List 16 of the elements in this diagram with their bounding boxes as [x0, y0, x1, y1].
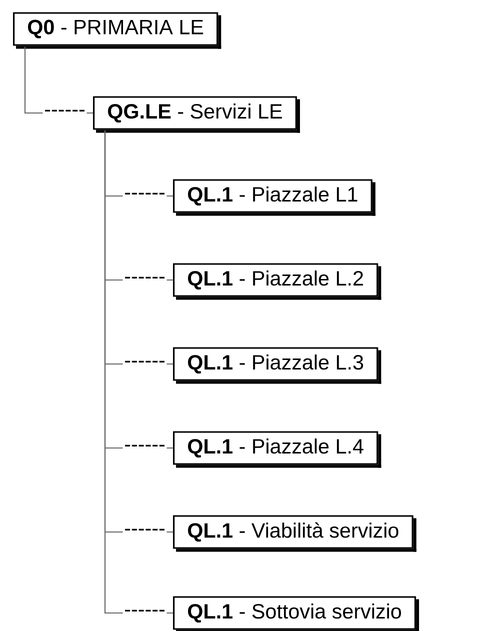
- panel-box: QL.1 - Piazzale L1: [173, 179, 376, 216]
- edge-label: ------: [42, 108, 87, 118]
- edge-label: ------: [122, 608, 167, 618]
- edge-label: ------: [122, 276, 167, 284]
- panel-box: QL.1 - Piazzale L.3: [173, 347, 382, 384]
- panel-box: QG.LE - Servizi LE: [93, 96, 300, 133]
- panel-box: QL.1 - Viabilità servizio: [173, 515, 416, 552]
- panel-box: QL.1 - Sottovia servizio: [173, 596, 420, 631]
- connector-line: [104, 130, 173, 614]
- edge-label: ------: [122, 192, 167, 200]
- panel-box: QL.1 - Piazzale L.2: [173, 263, 382, 300]
- edge-label: ------: [122, 444, 167, 452]
- panel-box: QL.1 - Piazzale L.4: [173, 431, 382, 468]
- panel-box: Q0 - PRIMARIA LE: [13, 12, 222, 49]
- edge-label: ------: [122, 528, 167, 536]
- edge-label: ------: [122, 360, 167, 368]
